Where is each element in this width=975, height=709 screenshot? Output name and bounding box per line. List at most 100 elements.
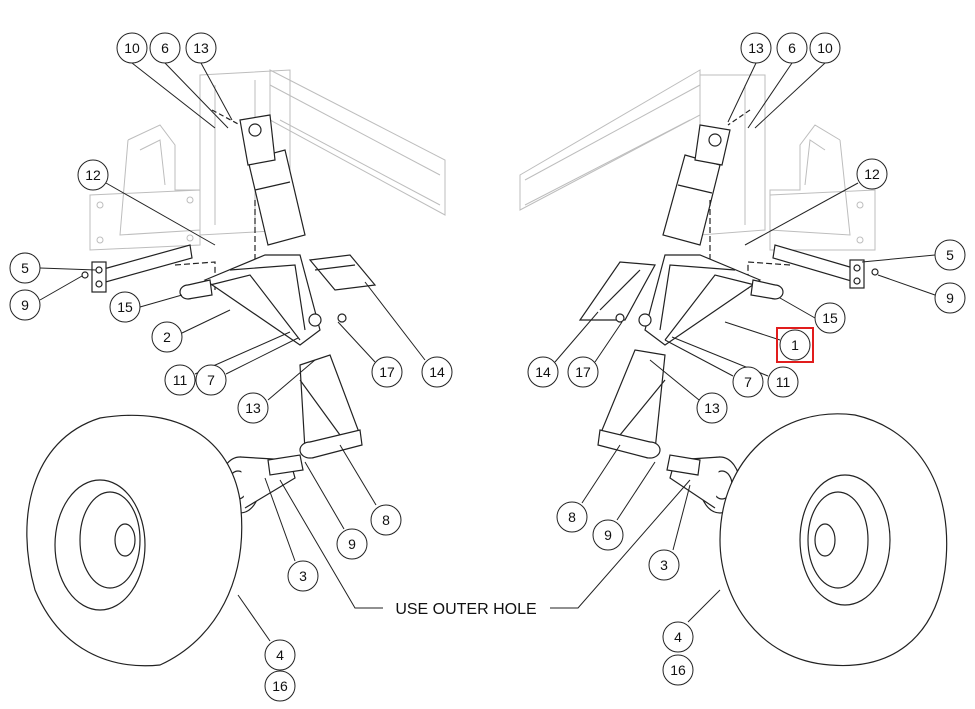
callout-label-11: 11 bbox=[776, 374, 791, 390]
callout-label-8: 8 bbox=[568, 509, 576, 525]
leader-line bbox=[200, 62, 233, 121]
note-group: USE OUTER HOLE bbox=[279, 479, 691, 618]
callout-label-12: 12 bbox=[85, 167, 101, 183]
callout-label-3: 3 bbox=[660, 557, 668, 573]
callout-label-4: 4 bbox=[276, 647, 284, 663]
leader-line bbox=[744, 182, 859, 246]
callout-label-6: 6 bbox=[161, 40, 169, 56]
leader-line bbox=[554, 311, 599, 363]
callout-label-3: 3 bbox=[299, 568, 307, 584]
callout-label-17: 17 bbox=[379, 364, 395, 380]
callout-balloon bbox=[809, 32, 841, 64]
callout-balloon bbox=[151, 321, 183, 353]
leader-line bbox=[139, 294, 183, 308]
callout-label-16: 16 bbox=[670, 662, 686, 678]
callout-balloon bbox=[237, 392, 269, 424]
leader-line bbox=[664, 339, 734, 377]
callout-balloon bbox=[592, 519, 624, 551]
callout-label-13: 13 bbox=[704, 400, 720, 416]
callout-label-14: 14 bbox=[535, 364, 551, 380]
callout-balloon bbox=[116, 32, 148, 64]
callout-label-13: 13 bbox=[245, 400, 261, 416]
callout-balloon bbox=[9, 252, 41, 284]
callout-label-10: 10 bbox=[817, 40, 833, 56]
use-outer-hole-note: USE OUTER HOLE bbox=[395, 601, 536, 618]
callout-label-13: 13 bbox=[193, 40, 209, 56]
right-frame bbox=[519, 69, 876, 251]
callout-balloon bbox=[662, 621, 694, 653]
callout-balloon bbox=[185, 32, 217, 64]
leader-line bbox=[687, 589, 721, 623]
callout-balloon bbox=[421, 356, 453, 388]
callout-balloon bbox=[371, 356, 403, 388]
callout-balloon bbox=[767, 366, 799, 398]
callout-balloon bbox=[527, 356, 559, 388]
callout-balloon bbox=[814, 302, 846, 334]
leader-line bbox=[164, 62, 229, 129]
leader-line bbox=[649, 359, 700, 401]
leader-line bbox=[724, 321, 781, 341]
leader-line bbox=[754, 62, 826, 129]
callout-label-6: 6 bbox=[788, 40, 796, 56]
leader-line bbox=[861, 254, 936, 263]
callout-label-7: 7 bbox=[207, 372, 215, 388]
leader-line bbox=[672, 484, 691, 551]
callout-label-7: 7 bbox=[744, 374, 752, 390]
callout-balloon bbox=[648, 549, 680, 581]
callout-balloon bbox=[195, 364, 227, 396]
callout-label-15: 15 bbox=[117, 299, 133, 315]
callout-label-1: 1 bbox=[791, 337, 799, 353]
callout-label-4: 4 bbox=[674, 629, 682, 645]
leader-line bbox=[779, 297, 816, 319]
left-wheel bbox=[26, 414, 243, 667]
callout-balloon bbox=[776, 32, 808, 64]
leader-line bbox=[877, 274, 936, 296]
callout-balloon bbox=[264, 670, 296, 702]
callout-balloon bbox=[9, 289, 41, 321]
right-arm-assembly bbox=[578, 109, 879, 514]
callout-balloon bbox=[370, 504, 402, 536]
callout-balloon bbox=[109, 291, 141, 323]
callout-label-9: 9 bbox=[946, 290, 954, 306]
callout-balloon bbox=[732, 366, 764, 398]
right-wheel bbox=[719, 413, 948, 667]
leader-line bbox=[237, 594, 271, 642]
callout-balloon bbox=[77, 159, 109, 191]
leader-line bbox=[594, 321, 623, 363]
highlight-box bbox=[776, 327, 814, 363]
leader-line bbox=[131, 62, 216, 129]
callout-balloon bbox=[740, 32, 772, 64]
callout-balloon bbox=[934, 239, 966, 271]
leader-line bbox=[39, 275, 83, 301]
leader-line bbox=[616, 461, 656, 521]
leader-line bbox=[364, 281, 426, 361]
callout-label-17: 17 bbox=[575, 364, 591, 380]
leader-line bbox=[181, 309, 231, 334]
callout-label-11: 11 bbox=[173, 372, 188, 388]
callout-label-12: 12 bbox=[864, 166, 880, 182]
callout-balloon bbox=[567, 356, 599, 388]
leader-line bbox=[304, 461, 345, 530]
callout-balloon bbox=[934, 282, 966, 314]
leader-line bbox=[727, 62, 757, 123]
callout-balloon bbox=[287, 560, 319, 592]
callout-label-14: 14 bbox=[429, 364, 445, 380]
callout-balloon bbox=[264, 639, 296, 671]
leader-line bbox=[105, 182, 216, 246]
leader-line bbox=[225, 337, 299, 375]
callout-label-2: 2 bbox=[163, 329, 171, 345]
leader-line bbox=[747, 62, 793, 129]
callout-label-13: 13 bbox=[748, 40, 764, 56]
callout-label-5: 5 bbox=[946, 247, 954, 263]
callout-label-8: 8 bbox=[382, 512, 390, 528]
callout-label-5: 5 bbox=[21, 260, 29, 276]
callout-balloon bbox=[149, 32, 181, 64]
leader-line bbox=[337, 321, 376, 363]
callout-balloon bbox=[164, 364, 196, 396]
callout-label-15: 15 bbox=[822, 310, 838, 326]
leader-line bbox=[339, 444, 377, 506]
leader-line bbox=[267, 359, 316, 401]
